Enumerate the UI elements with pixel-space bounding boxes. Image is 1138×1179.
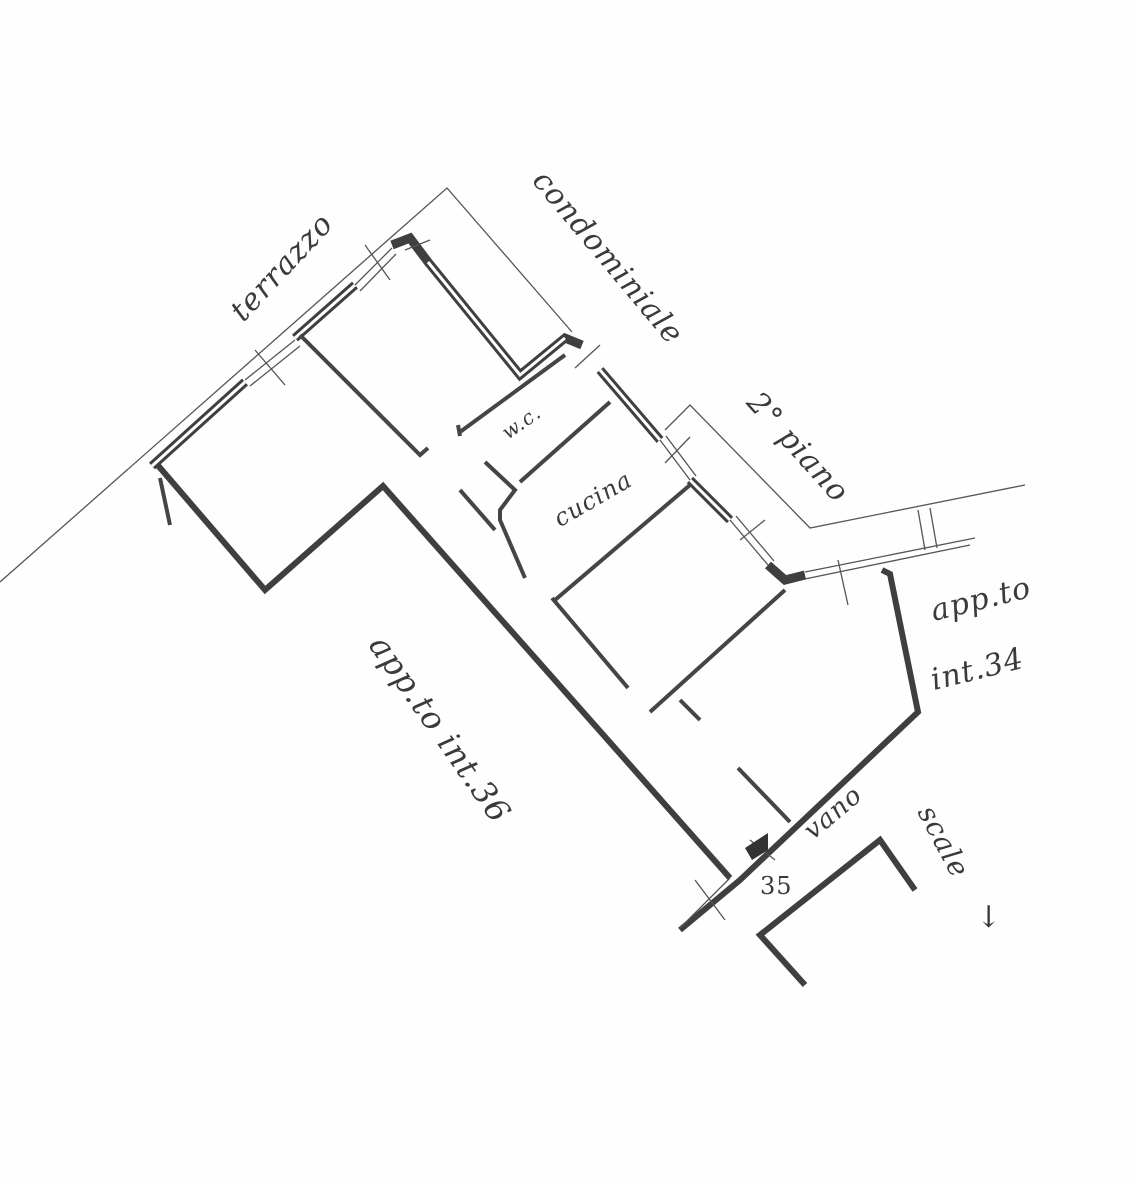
stair-wall (755, 835, 918, 988)
exterior-wall (152, 460, 733, 880)
exterior-wall (678, 567, 922, 933)
landing-window-line (799, 544, 971, 581)
landing-window-line (804, 537, 976, 573)
interior-partitions (158, 333, 792, 824)
window-marks (254, 239, 849, 921)
property-boundary-line (0, 187, 573, 583)
entrance-arrow-icon (745, 833, 768, 860)
bedroom-wall (765, 561, 807, 585)
window-mark (917, 509, 926, 551)
window-mark (929, 507, 938, 549)
property-boundary-line (664, 404, 1026, 529)
terrace-wall (390, 232, 584, 382)
label-unit-number: 35 (760, 872, 793, 900)
down-arrow-icon: ↓ (976, 900, 1003, 935)
